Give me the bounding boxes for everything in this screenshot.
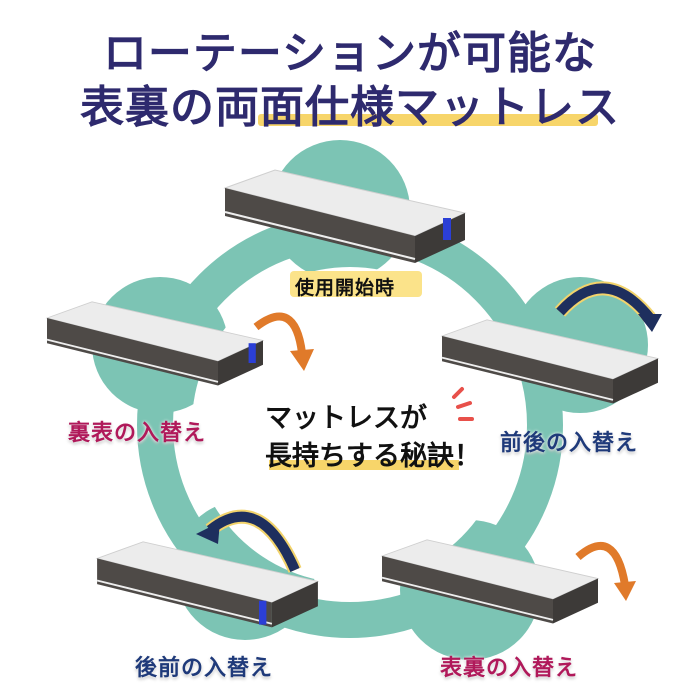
center-underline (269, 460, 459, 470)
mattress-image-back-front (95, 541, 320, 628)
mattress-image-flip (380, 539, 600, 624)
title-line-1: ローテーションが可能な (102, 28, 598, 79)
orange-arrow-icon (253, 312, 314, 371)
step-label-start: 使用開始時 (295, 277, 396, 299)
mattress-image-front-back (440, 319, 660, 404)
center-line-2: 長持ちする秘訣！ (265, 441, 481, 472)
step-label-reverse-flip: 裏表の入替え (68, 421, 207, 446)
navy-arrow-icon (554, 281, 662, 332)
title-line-2: 表裏の両面仕様マットレス (80, 82, 620, 133)
mattress-image-start (223, 169, 467, 263)
title-highlight (258, 114, 598, 126)
navy-arrow-icon (196, 509, 302, 573)
step-label-back-front: 後前の入替え (135, 656, 274, 681)
start-label-bg (290, 271, 422, 297)
step-label-front-back: 前後の入替え (500, 431, 639, 456)
emphasis-marks-icon (452, 387, 474, 421)
center-line-1: マットレスが (265, 403, 427, 434)
mattress-image-reverse-flip (45, 301, 265, 386)
orange-arrow-icon (575, 542, 636, 601)
step-label-flip: 表裏の入替え (440, 656, 579, 681)
center-message: マットレスが 長持ちする秘訣！ (265, 400, 481, 476)
